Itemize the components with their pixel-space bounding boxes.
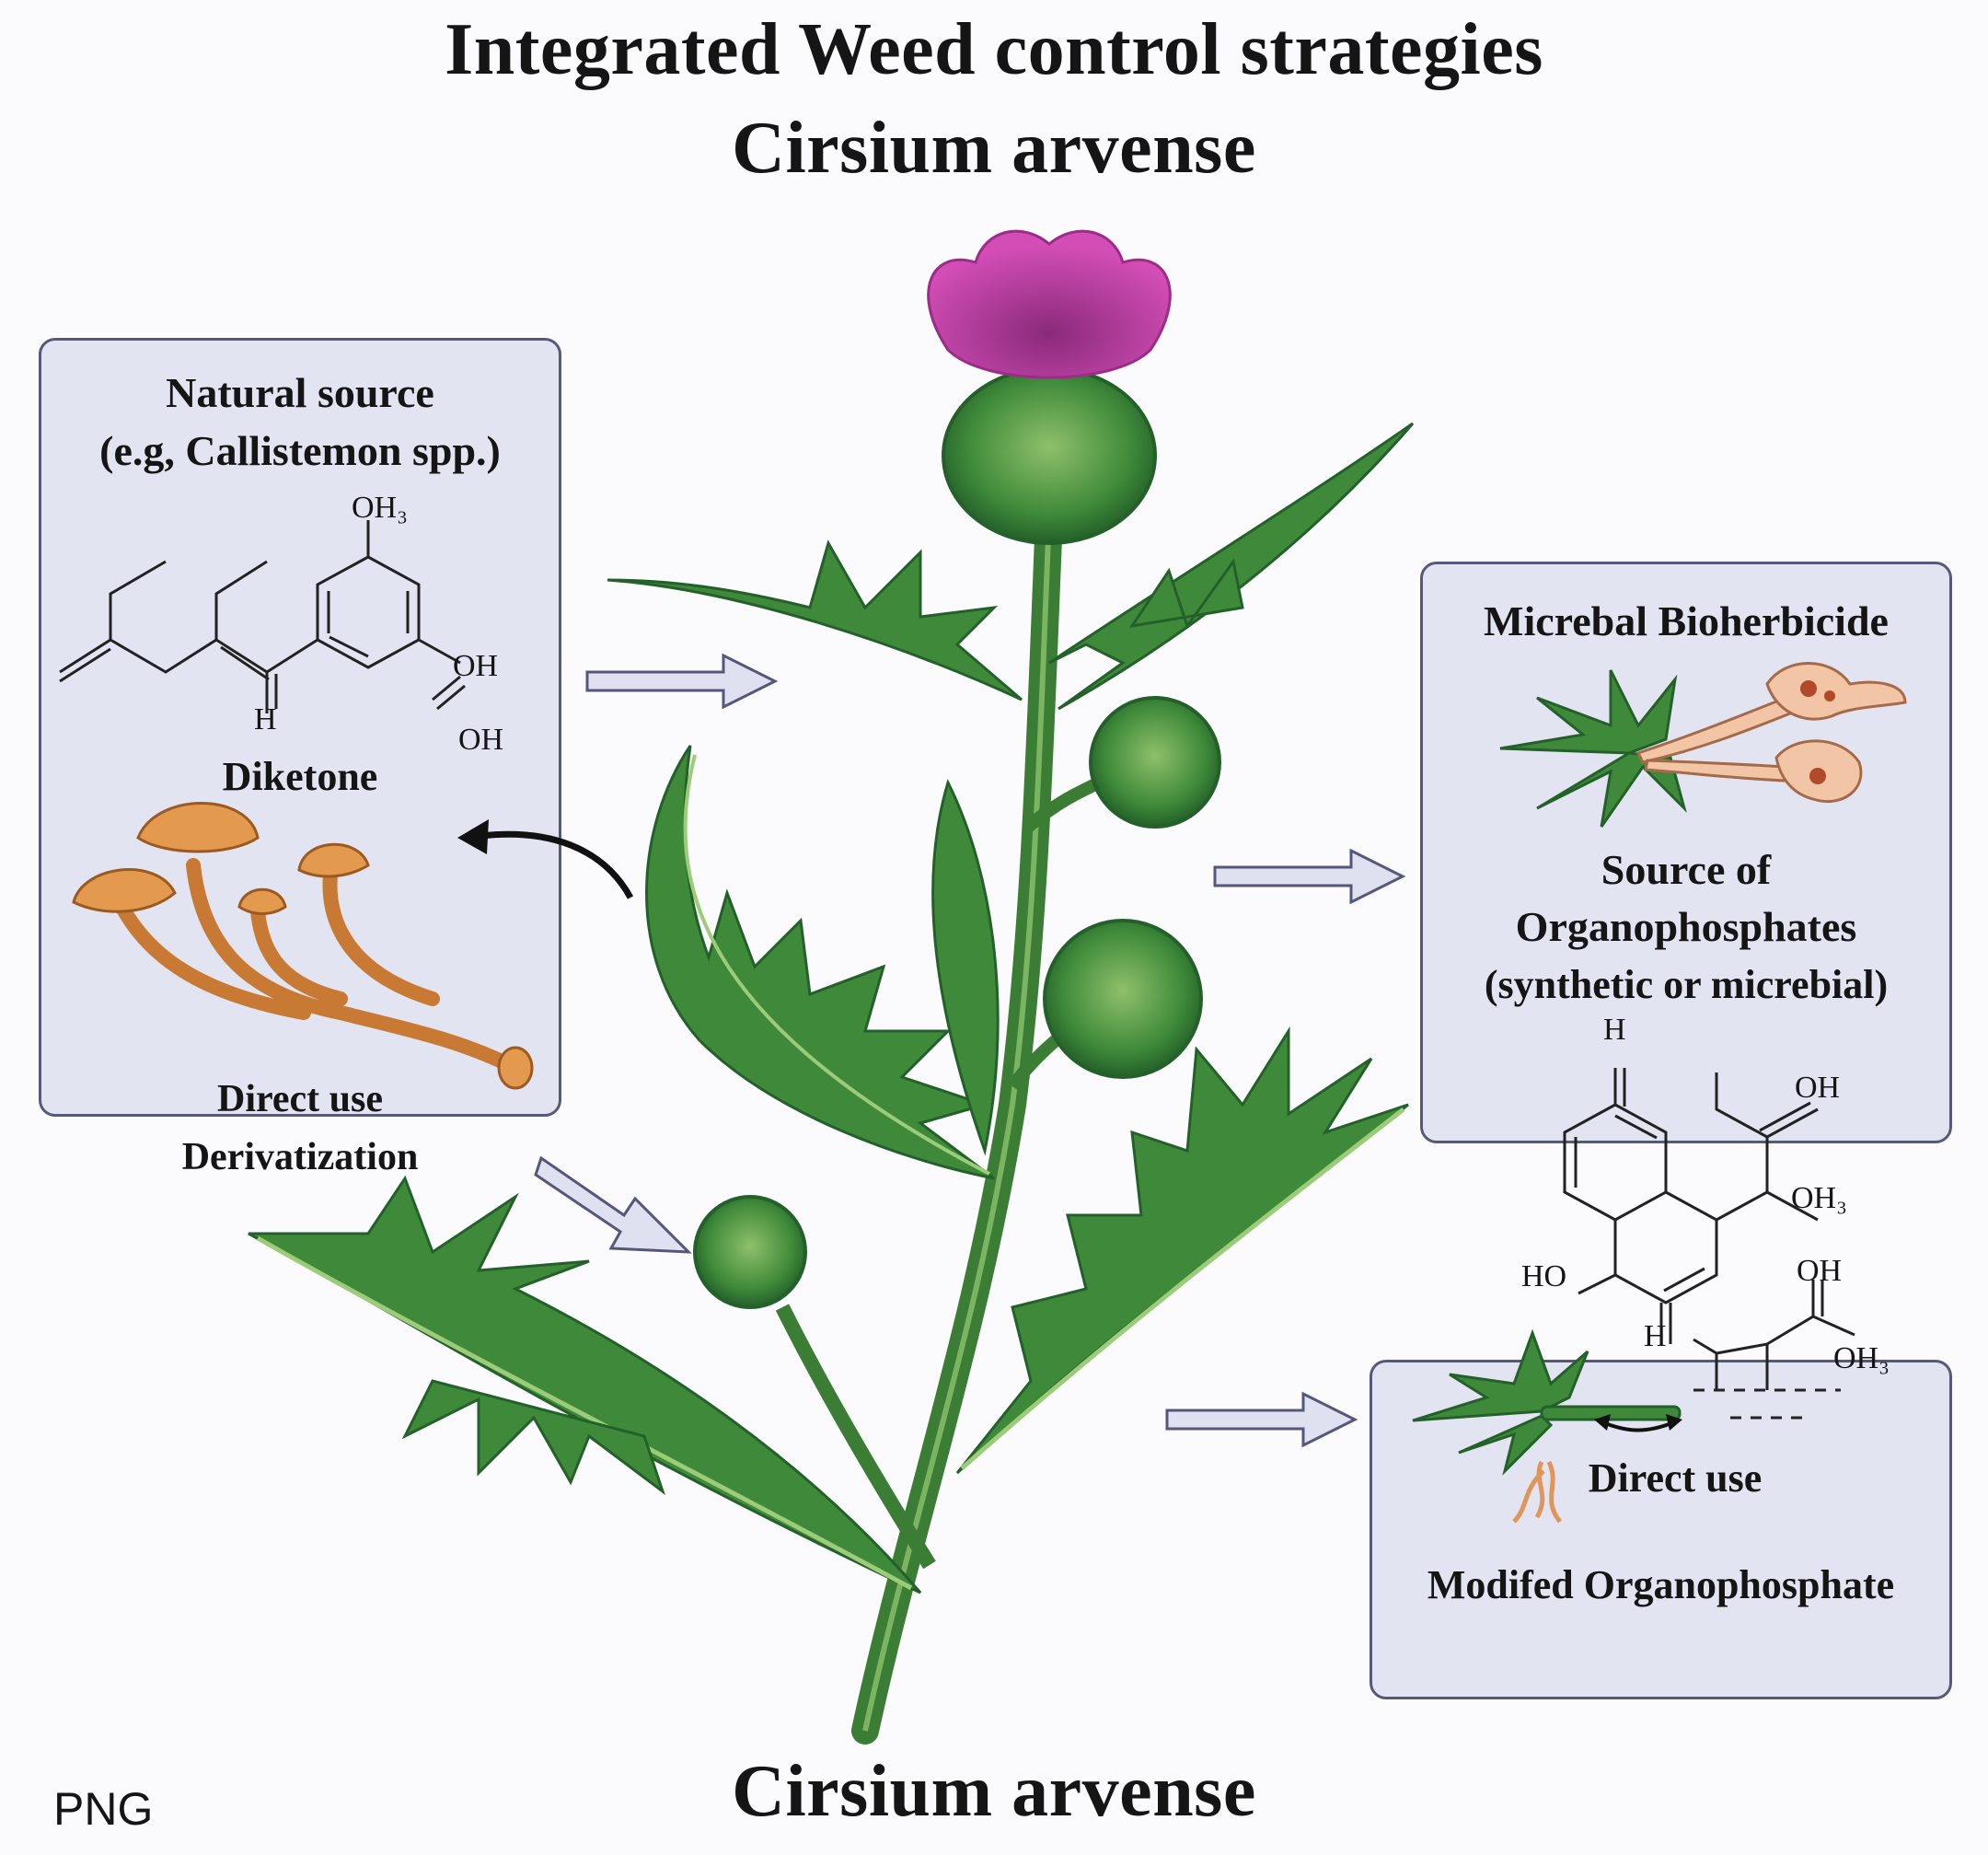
leaf-and-pathogen-illustration (1499, 662, 1907, 828)
struct-oh3-mid-label: OH₃ (1791, 1181, 1847, 1215)
mushroom-illustration (72, 802, 534, 1090)
thistle-seedling-illustration (1412, 1328, 1682, 1524)
diagram-subtitle: Cirsium arvense (732, 108, 1256, 189)
struct-oh-top-label: OH (1795, 1071, 1841, 1105)
left-derivatization-label: Derivatization (181, 1136, 419, 1178)
diketone-h-label: H (254, 702, 277, 736)
curved-arrow-to-mushroom (457, 819, 634, 899)
microbial-bioherbicide-panel (1420, 562, 1952, 1143)
source-of-label: Source of (1601, 846, 1772, 893)
left-direct-use-label: Direct use (217, 1078, 383, 1120)
diagram-title: Integrated Weed control strategies (445, 9, 1543, 90)
arrow-diagonal-to-plant (534, 1155, 692, 1254)
struct-h-top-label: H (1603, 1013, 1626, 1047)
bottom-caption: Cirsium arvense (732, 1751, 1256, 1832)
natural-source-heading: Natural source (166, 369, 434, 416)
format-tag: PNG (53, 1783, 154, 1835)
right-direct-use-label: Direct use (1588, 1455, 1763, 1501)
diketone-oh-label-1: OH (453, 649, 499, 683)
arrow-to-plant-upper (585, 653, 779, 710)
microbial-bioherbicide-heading: Micrebal Bioherbicide (1484, 597, 1889, 644)
diketone-structure (59, 520, 466, 713)
struct-ho-left-label: HO (1521, 1259, 1567, 1293)
struct-oh3-bottom-label: OH₃ (1833, 1341, 1890, 1375)
synthetic-or-microbial-label: (synthetic or micrebial) (1484, 962, 1889, 1007)
natural-source-example: (e.g, Callistemon spp.) (99, 427, 501, 474)
diketone-oh3-label: OH₃ (352, 491, 408, 525)
modified-organophosphate-label: Modifed Organophosphate (1427, 1562, 1895, 1607)
struct-h-left-label: H (1644, 1319, 1667, 1353)
struct-oh-right-label: OH (1797, 1254, 1843, 1288)
diketone-oh-label-2: OH (458, 723, 504, 757)
arrow-to-microbial-panel (1213, 848, 1406, 905)
organophosphates-label: Organophosphates (1515, 903, 1857, 950)
arrow-to-modified-panel (1165, 1391, 1358, 1448)
diketone-label: Diketone (222, 754, 378, 799)
organophosphate-structure (1563, 1068, 1855, 1420)
double-arrow-icon (1594, 1414, 1682, 1432)
